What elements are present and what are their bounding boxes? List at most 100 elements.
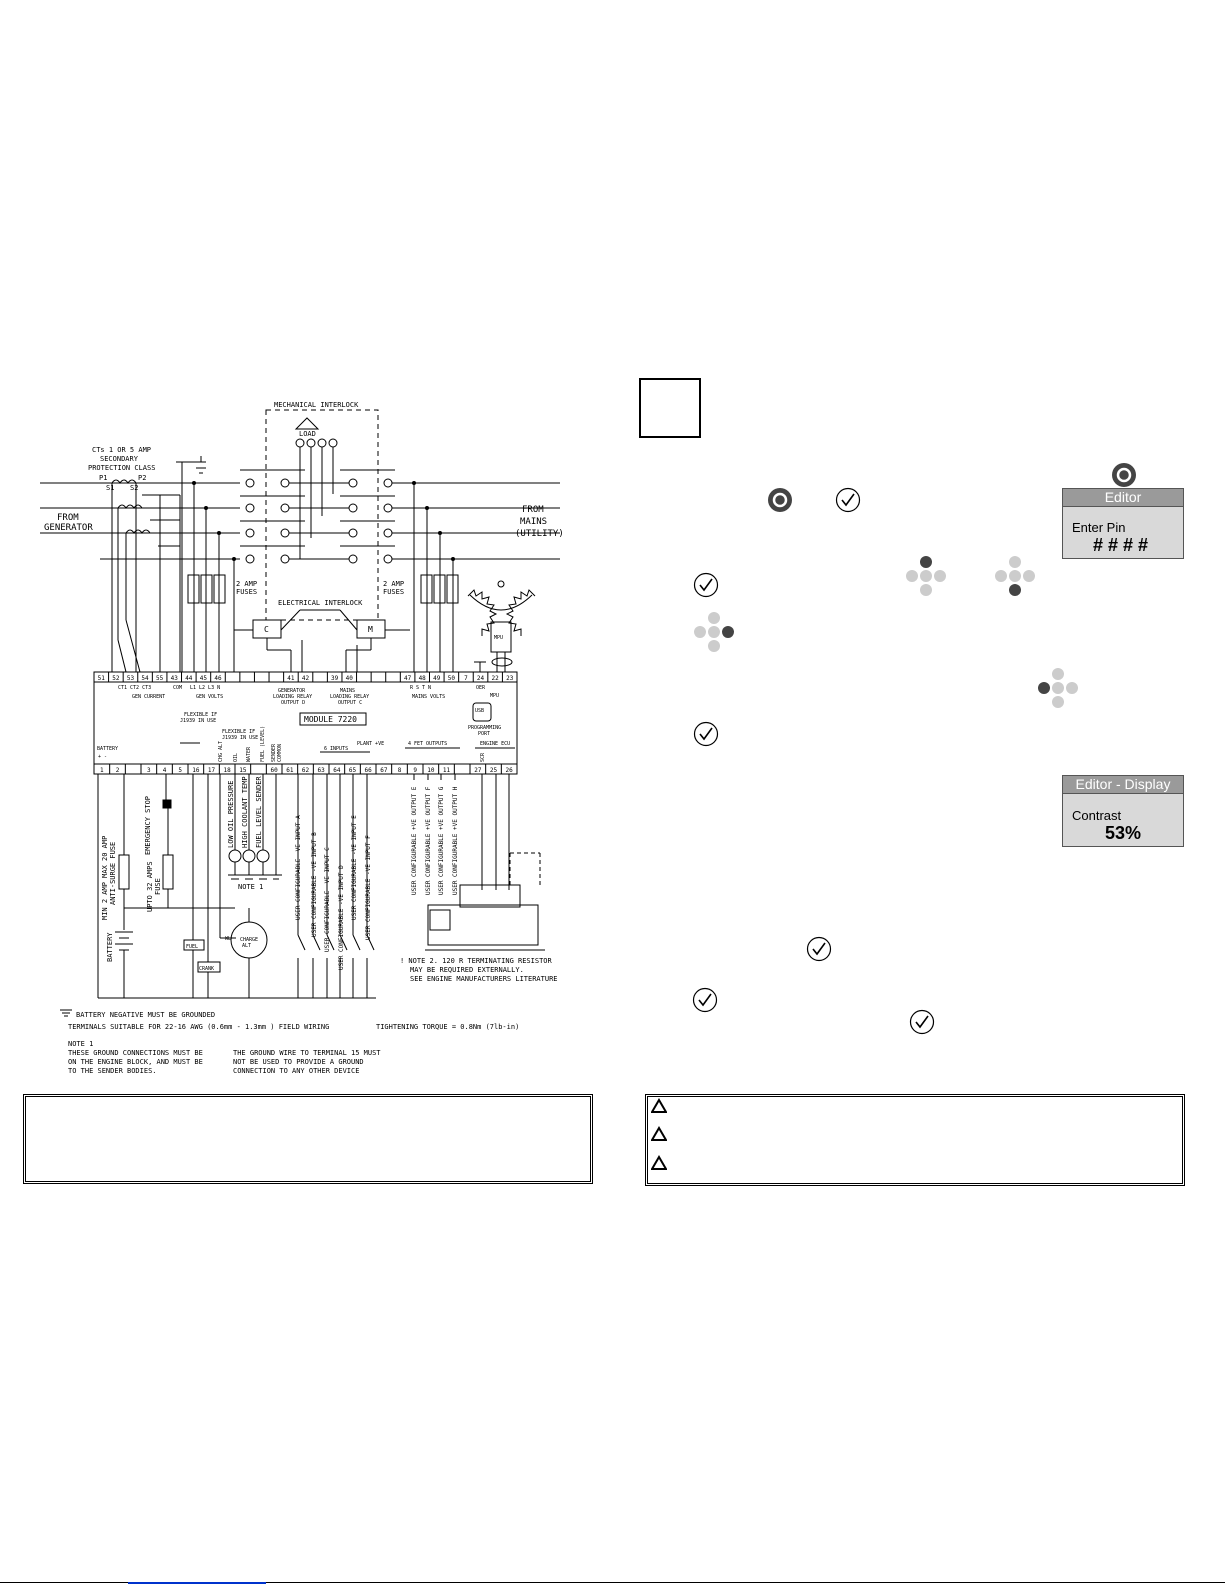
svg-text:CT1 CT2 CT3: CT1 CT2 CT3 [118, 685, 151, 691]
top-terminal-number: 52 [112, 675, 120, 682]
svg-text:! NOTE 2. 120 R TERMINATING RE: ! NOTE 2. 120 R TERMINATING RESISTOR [400, 957, 553, 965]
top-terminal-number: 46 [214, 675, 222, 682]
svg-text:TO THE SENDER BODIES.: TO THE SENDER BODIES. [68, 1067, 157, 1075]
user-output-label: USER CONFIGURABLE +VE OUTPUT H [452, 786, 459, 895]
user-output-label: USER CONFIGURABLE +VE OUTPUT F [425, 786, 432, 895]
top-terminal-number: 42 [302, 675, 310, 682]
svg-text:TIGHTENING TORQUE = 0.8Nm (7lb: TIGHTENING TORQUE = 0.8Nm (7lb-in) [376, 1023, 519, 1031]
svg-text:OER: OER [476, 685, 486, 691]
top-terminal-number: 53 [127, 675, 135, 682]
bottom-terminal-number: 25 [490, 767, 498, 774]
svg-text:SCR: SCR [480, 752, 486, 762]
top-terminal-number: 39 [331, 675, 339, 682]
section-number-box [639, 378, 701, 438]
warning-icon [651, 1126, 667, 1141]
wiring-diagram: 5152535455434445464142394047484950724222… [40, 401, 564, 1075]
svg-text:NOTE 1: NOTE 1 [238, 883, 263, 891]
bottom-terminal-number: 26 [506, 767, 514, 774]
bottom-terminal-number: 17 [208, 767, 216, 774]
user-input-label: USER CONFIGURABLE -VE INPUT C [324, 847, 331, 952]
svg-text:LOADING RELAY: LOADING RELAY [273, 694, 312, 700]
warning-icon [651, 1098, 667, 1113]
svg-text:OIL: OIL [233, 753, 239, 762]
svg-text:ELECTRICAL INTERLOCK: ELECTRICAL INTERLOCK [278, 599, 363, 607]
svg-text:THE GROUND WIRE TO TERMINAL 15: THE GROUND WIRE TO TERMINAL 15 MUST [233, 1049, 381, 1057]
svg-text:ALT: ALT [242, 943, 251, 949]
top-terminal-number: 49 [433, 675, 441, 682]
svg-text:S1: S1 [106, 484, 114, 492]
svg-text:ON THE ENGINE BLOCK, AND MUST: ON THE ENGINE BLOCK, AND MUST BE [68, 1058, 203, 1066]
svg-text:MPU: MPU [490, 693, 499, 699]
svg-text:P2: P2 [138, 474, 146, 482]
top-terminal-number: 7 [464, 675, 468, 682]
svg-text:PROGRAMMING: PROGRAMMING [468, 725, 501, 731]
user-input-label: USER CONFIGURABLE -VE INPUT B [311, 832, 318, 937]
user-input-label: USER CONFIGURABLE -VE INPUT F [365, 835, 372, 940]
svg-text:WL: WL [225, 936, 231, 942]
svg-text:LOAD: LOAD [299, 430, 316, 438]
bottom-terminal-number: 61 [286, 767, 294, 774]
svg-text:ANTI-SURGE FUSE: ANTI-SURGE FUSE [109, 842, 117, 905]
tick-button-icon [692, 987, 718, 1013]
lcd-label: Contrast [1072, 808, 1122, 823]
bottom-terminal-number: 63 [318, 767, 326, 774]
svg-text:MAINS: MAINS [520, 517, 547, 527]
svg-text:GEN VOLTS: GEN VOLTS [196, 694, 223, 700]
svg-text:OUTPUT C: OUTPUT C [338, 700, 362, 706]
user-output-label: USER CONFIGURABLE +VE OUTPUT E [411, 786, 418, 895]
bottom-terminal-number: 9 [413, 767, 417, 774]
top-terminal-number: 23 [506, 675, 514, 682]
svg-text:M: M [368, 625, 373, 634]
svg-text:CHARGE: CHARGE [240, 937, 258, 943]
svg-text:MAY BE REQUIRED EXTERNALLY.: MAY BE REQUIRED EXTERNALLY. [410, 966, 524, 974]
load-triangle [294, 417, 320, 430]
mechanical-interlock-box [265, 409, 379, 621]
stop-button-icon [1112, 463, 1136, 487]
input-switch [352, 934, 361, 951]
svg-text:J1939 IN USE: J1939 IN USE [180, 718, 216, 724]
svg-text:J1939 IN USE: J1939 IN USE [222, 735, 258, 741]
user-output-label: USER CONFIGURABLE +VE OUTPUT G [438, 786, 445, 895]
bottom-terminal-number: 67 [380, 767, 388, 774]
svg-text:SEE ENGINE MANUFACTURERS LITER: SEE ENGINE MANUFACTURERS LITERATURE [410, 975, 558, 983]
svg-text:FROM: FROM [57, 513, 79, 523]
svg-text:FLEXIBLE IF: FLEXIBLE IF [222, 729, 255, 735]
footer-link[interactable] [128, 1582, 266, 1584]
lcd-value: # # # # [1093, 535, 1149, 555]
nav-down-icon [995, 556, 1035, 596]
svg-text:FUEL LEVEL SENDER: FUEL LEVEL SENDER [255, 776, 263, 848]
svg-text:S2: S2 [130, 484, 138, 492]
bottom-terminal-number: 62 [302, 767, 310, 774]
input-switch [339, 934, 348, 951]
svg-text:WATER: WATER [246, 746, 252, 762]
top-terminal-number: 41 [287, 675, 295, 682]
svg-text:SECONDARY: SECONDARY [100, 455, 139, 463]
bottom-terminal-number: 2 [116, 767, 120, 774]
top-terminal-number: 48 [419, 675, 427, 682]
lcd-editor-display: Editor - Display Contrast 53% [1062, 775, 1184, 847]
svg-text:6 INPUTS: 6 INPUTS [324, 746, 348, 752]
svg-text:BATTERY NEGATIVE MUST BE GROUN: BATTERY NEGATIVE MUST BE GROUNDED [76, 1011, 215, 1019]
user-input-label: USER CONFIGURABLE -VE INPUT D [338, 865, 345, 970]
bottom-terminal-number: 8 [398, 767, 402, 774]
bottom-terminal-number: 60 [271, 767, 279, 774]
svg-text:OUTPUT D: OUTPUT D [281, 700, 305, 706]
svg-text:USB: USB [475, 708, 484, 714]
bottom-terminal-number: 3 [147, 767, 151, 774]
nav-left-icon [1038, 668, 1078, 708]
svg-text:GENERATOR: GENERATOR [44, 523, 93, 533]
svg-text:PROTECTION CLASS: PROTECTION CLASS [88, 464, 155, 472]
bottom-terminal-number: 4 [163, 767, 167, 774]
top-terminal-number: 22 [492, 675, 500, 682]
user-input-label: USER CONFIGURABLE -VE INPUT A [295, 815, 302, 920]
svg-text:GENERATOR: GENERATOR [278, 688, 306, 694]
module-label: MODULE 7220 [304, 715, 357, 724]
svg-text:EMERGENCY STOP: EMERGENCY STOP [144, 796, 152, 855]
svg-text:FUEL: FUEL [186, 944, 198, 950]
top-terminal-number: 47 [404, 675, 412, 682]
svg-text:+ -: + - [98, 754, 107, 760]
bottom-terminal-number: 5 [178, 767, 182, 774]
lcd-header: Editor - Display [1063, 776, 1183, 794]
svg-text:COM: COM [173, 685, 182, 691]
svg-text:THESE GROUND CONNECTIONS MUST: THESE GROUND CONNECTIONS MUST BE [68, 1049, 203, 1057]
